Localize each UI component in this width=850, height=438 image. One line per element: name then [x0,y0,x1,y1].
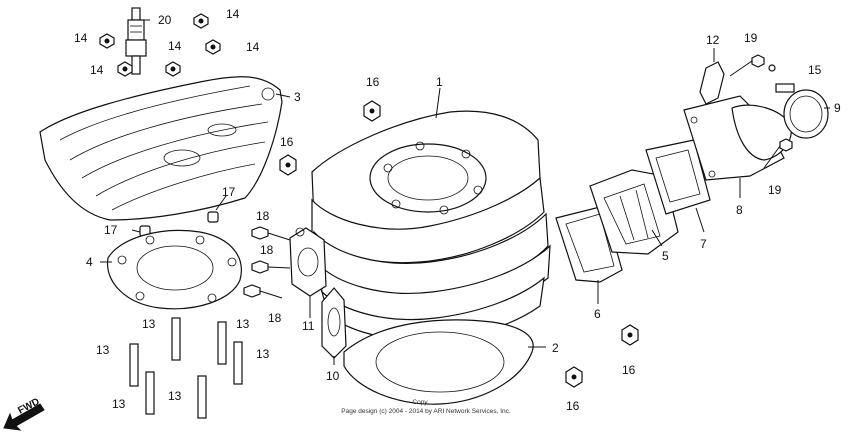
label-6: 6 [594,307,601,321]
reed-valve [589,169,679,255]
label-13: 13 [168,389,182,403]
bolts-19 [729,54,793,169]
label-16: 16 [566,399,580,413]
label-10: 10 [326,369,340,383]
washer [768,64,776,72]
intake-pipe [683,95,792,181]
label-14: 14 [168,39,182,53]
label-1: 1 [436,75,443,89]
label-3: 3 [294,90,301,104]
label-14: 14 [246,40,260,54]
label-18: 18 [260,243,274,257]
copyright-line-2: Page design (c) 2004 - 2014 by ARI Netwo… [341,408,511,415]
spark-plug [125,7,147,75]
bolts-18 [243,226,291,299]
label-19: 19 [768,183,782,197]
label-13: 13 [256,347,270,361]
copyright-line-1: Copy [412,399,428,406]
studs-13 [129,317,243,419]
clamp [775,83,829,139]
label-14: 14 [226,7,240,21]
label-16: 16 [622,363,636,377]
label-4: 4 [86,255,93,269]
leader-lines [100,19,830,365]
nuts-16 [279,100,639,388]
label-13: 13 [236,317,250,331]
label-16: 16 [280,135,294,149]
base-gasket [343,319,534,405]
label-13: 13 [112,397,126,411]
label-12: 12 [706,33,720,47]
label-17: 17 [222,185,236,199]
label-13: 13 [96,343,110,357]
intake-gasket [645,139,711,215]
label-17: 17 [104,223,118,237]
exhaust-gasket [321,287,347,359]
label-9: 9 [834,101,841,115]
dowel-pin [207,211,219,223]
nuts-14 [99,13,221,77]
head-gasket [106,229,242,310]
label-15: 15 [808,63,822,77]
label-18: 18 [256,209,270,223]
label-13: 13 [142,317,156,331]
label-2: 2 [552,341,559,355]
label-14: 14 [74,31,88,45]
label-18: 18 [268,311,282,325]
cylinder-head [39,76,283,221]
label-8: 8 [736,203,743,217]
label-19: 19 [744,31,758,45]
label-16: 16 [366,75,380,89]
cylinder [311,110,551,341]
forward-arrow: FWD [3,396,45,431]
label-14: 14 [90,63,104,77]
label-5: 5 [662,249,669,263]
label-20: 20 [158,13,172,27]
part-labels: 1 2 3 4 5 6 7 8 9 10 11 12 13 13 13 13 1… [74,7,841,413]
bracket [699,61,725,105]
exhaust-flange [289,227,327,297]
label-7: 7 [700,237,707,251]
label-11: 11 [302,319,315,333]
